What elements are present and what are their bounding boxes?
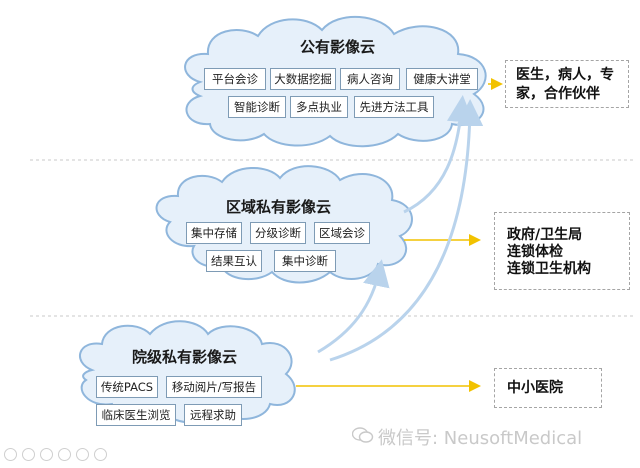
curve-hospital-to-regional (317, 259, 390, 354)
target-public-line: 家，合作伙伴 (516, 86, 600, 102)
pen-icon[interactable] (40, 448, 53, 461)
target-regional-line: 连锁卫生机构 (507, 261, 591, 277)
hospital-tag: 临床医生浏览 (96, 404, 176, 426)
target-regional-line: 政府/卫生局 (507, 227, 583, 243)
hospital-tag: 远程求助 (184, 404, 242, 426)
target-public-line: 医生，病人，专 (516, 67, 614, 83)
target-public-box: 医生，病人，专 家，合作伙伴 (505, 60, 629, 108)
prev-icon[interactable] (4, 448, 17, 461)
regional-tag: 分级诊断 (250, 222, 306, 244)
hospital-cloud-title: 院级私有影像云 (132, 348, 238, 366)
regional-tag: 集中诊断 (274, 250, 336, 272)
target-regional-line: 连锁体检 (507, 244, 563, 260)
public-tag: 先进方法工具 (354, 96, 434, 118)
public-tag: 平台会诊 (204, 68, 266, 90)
public-tag: 健康大讲堂 (406, 68, 478, 90)
public-tag: 病人咨询 (340, 68, 400, 90)
regional-tag: 结果互认 (206, 250, 262, 272)
curve-hospital-to-public (329, 99, 484, 362)
public-tag: 多点执业 (290, 96, 348, 118)
target-hospital-line: 中小医院 (507, 380, 563, 396)
wechat-icon (352, 427, 374, 443)
hospital-tag: 移动阅片/写报告 (166, 376, 262, 398)
watermark-text: 微信号: NeusoftMedical (378, 428, 583, 449)
target-hospital-box: 中小医院 (494, 368, 602, 408)
regional-tag: 区域会诊 (314, 222, 370, 244)
next-icon[interactable] (22, 448, 35, 461)
hospital-tag: 传统PACS (96, 376, 158, 398)
slides-icon[interactable] (58, 448, 71, 461)
zoom-icon[interactable] (76, 448, 89, 461)
target-regional-box: 政府/卫生局 连锁体检 连锁卫生机构 (494, 212, 630, 290)
regional-cloud-title: 区域私有影像云 (226, 198, 332, 216)
public-cloud-title: 公有影像云 (300, 38, 376, 56)
public-tag: 大数据挖掘 (270, 68, 336, 90)
more-icon[interactable] (94, 448, 107, 461)
regional-tag: 集中存储 (186, 222, 242, 244)
public-tag: 智能诊断 (228, 96, 286, 118)
